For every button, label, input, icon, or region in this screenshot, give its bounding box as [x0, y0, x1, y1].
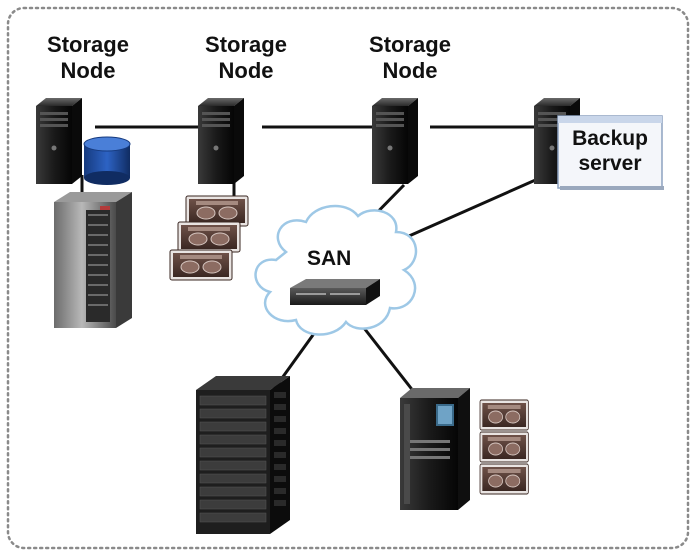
diagram-frame	[6, 6, 690, 550]
link-san-library	[362, 327, 416, 393]
storage-node-3: Storage Node	[369, 32, 451, 184]
san-cloud: SAN	[254, 204, 418, 336]
server-tower-icon	[372, 98, 418, 184]
san-label: SAN	[307, 247, 351, 270]
tape-cartridges-icon	[169, 195, 249, 281]
storage-node-1-label-line1: Storage	[47, 32, 129, 57]
disk-storage-icon	[83, 136, 131, 185]
backup-server-label-line1: Backup	[572, 127, 648, 150]
tape-library-icon	[400, 388, 470, 510]
storage-node-1-label-line2: Node	[61, 58, 116, 83]
san-switch-icon	[290, 279, 380, 305]
storage-node-2-label-line1: Storage	[205, 32, 287, 57]
tape-cartridges-icon	[479, 399, 529, 495]
storage-node-2-label-line2: Node	[219, 58, 274, 83]
storage-rack-icon	[54, 192, 132, 328]
server-tower-icon	[36, 98, 82, 184]
storage-node-1: Storage Node	[36, 32, 132, 328]
backup-window-icon	[557, 115, 664, 190]
backup-server-label-line2: server	[578, 152, 641, 175]
server-tower-icon	[198, 98, 244, 184]
storage-node-3-label-line1: Storage	[369, 32, 451, 57]
storage-node-2: Storage Node	[169, 32, 287, 281]
server-rack-icon	[196, 376, 290, 534]
link-backup-san	[399, 176, 541, 242]
backup-server: Backup server	[534, 98, 664, 190]
storage-node-3-label-line2: Node	[383, 58, 438, 83]
